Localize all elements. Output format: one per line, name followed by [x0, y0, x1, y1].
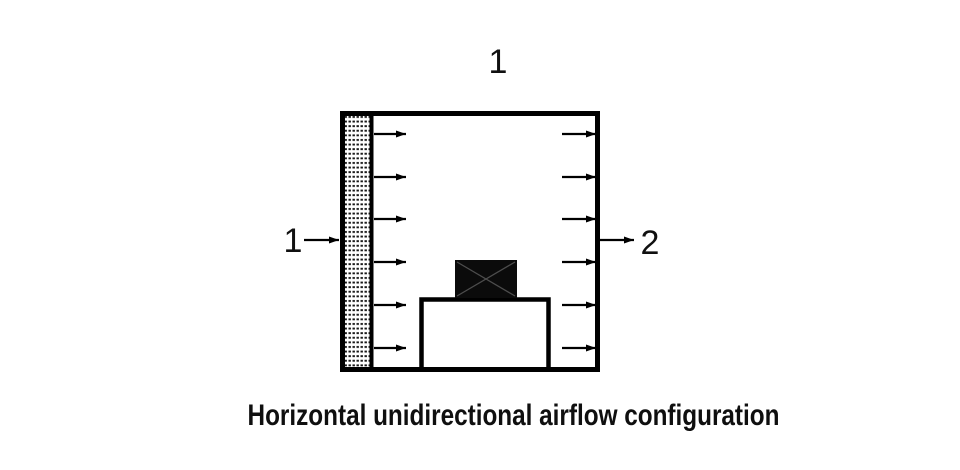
outlet-label: 2: [641, 224, 660, 262]
cleanroom-boundary: [340, 111, 600, 372]
zone-label-top: 1: [489, 43, 508, 81]
equipment-cross-line: [456, 261, 516, 297]
figure-caption: Horizontal unidirectional airflow config…: [247, 399, 780, 432]
inlet-label: 1: [284, 222, 303, 260]
equipment-block: [455, 260, 517, 298]
airflow-arrow-layer: [304, 130, 634, 352]
supply-filter-panel: [340, 111, 374, 372]
workbench: [419, 297, 551, 372]
